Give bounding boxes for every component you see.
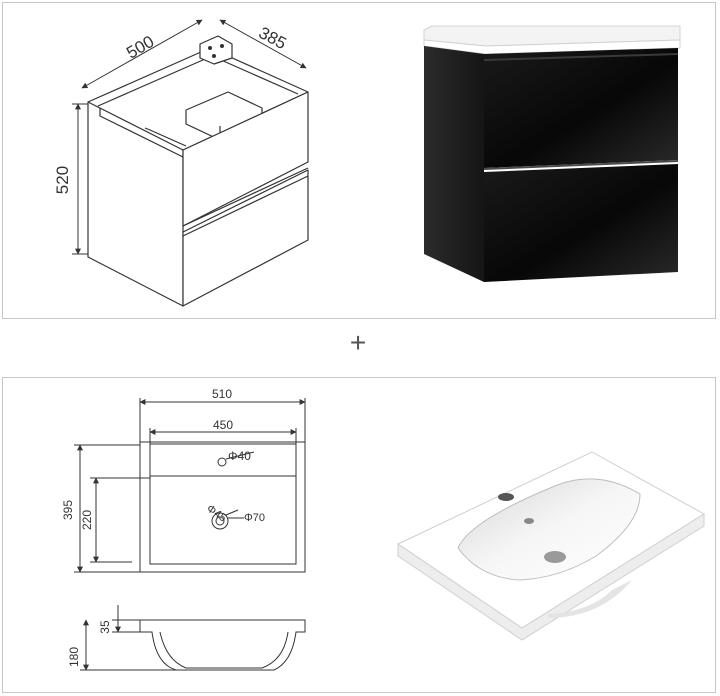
basin-render-overflow — [524, 518, 534, 524]
cabinet-lower-drawer — [182, 169, 309, 307]
drain-inner-icon — [215, 516, 225, 526]
rim-thickness-dimension: 35 — [98, 620, 112, 634]
basin-overall-depth-dimension: 395 — [61, 500, 75, 520]
drain-outer-dimension: Φ70 — [244, 512, 265, 524]
basin-render-bowl — [457, 478, 641, 581]
basin-render-tap-hole — [498, 493, 514, 501]
basin-bowl-depth-dimension: 220 — [80, 510, 94, 530]
cabinet-side-panel — [87, 101, 184, 307]
cabinet-product-render — [423, 25, 681, 282]
basin-height-dimension: 180 — [67, 647, 81, 667]
cabinet-upper-drawer — [182, 91, 309, 227]
basin-side-view — [80, 605, 306, 671]
tap-hole-dimension: Φ40 — [228, 449, 251, 463]
cabinet-width-dimension: 500 — [123, 32, 157, 63]
basin-product-render — [396, 451, 705, 641]
cabinet-line-drawing — [87, 35, 309, 307]
basin-bowl-width-dimension: 450 — [213, 418, 233, 432]
cabinet-height-dimension: 520 — [53, 166, 72, 194]
drain-outer-icon — [211, 512, 229, 530]
cabinet-render-lower-drawer — [484, 164, 678, 282]
cabinet-render-upper-drawer — [484, 48, 678, 168]
cabinet-depth-dimension: 385 — [256, 23, 290, 53]
basin-overall-width-dimension: 510 — [212, 387, 232, 401]
basin-top-view — [74, 398, 306, 573]
tap-hole-icon — [217, 457, 227, 467]
plus-separator: + — [349, 327, 367, 358]
mounting-bracket-icon — [199, 35, 233, 65]
cabinet-dimensions — [72, 19, 307, 255]
basin-render-drain — [544, 551, 566, 563]
